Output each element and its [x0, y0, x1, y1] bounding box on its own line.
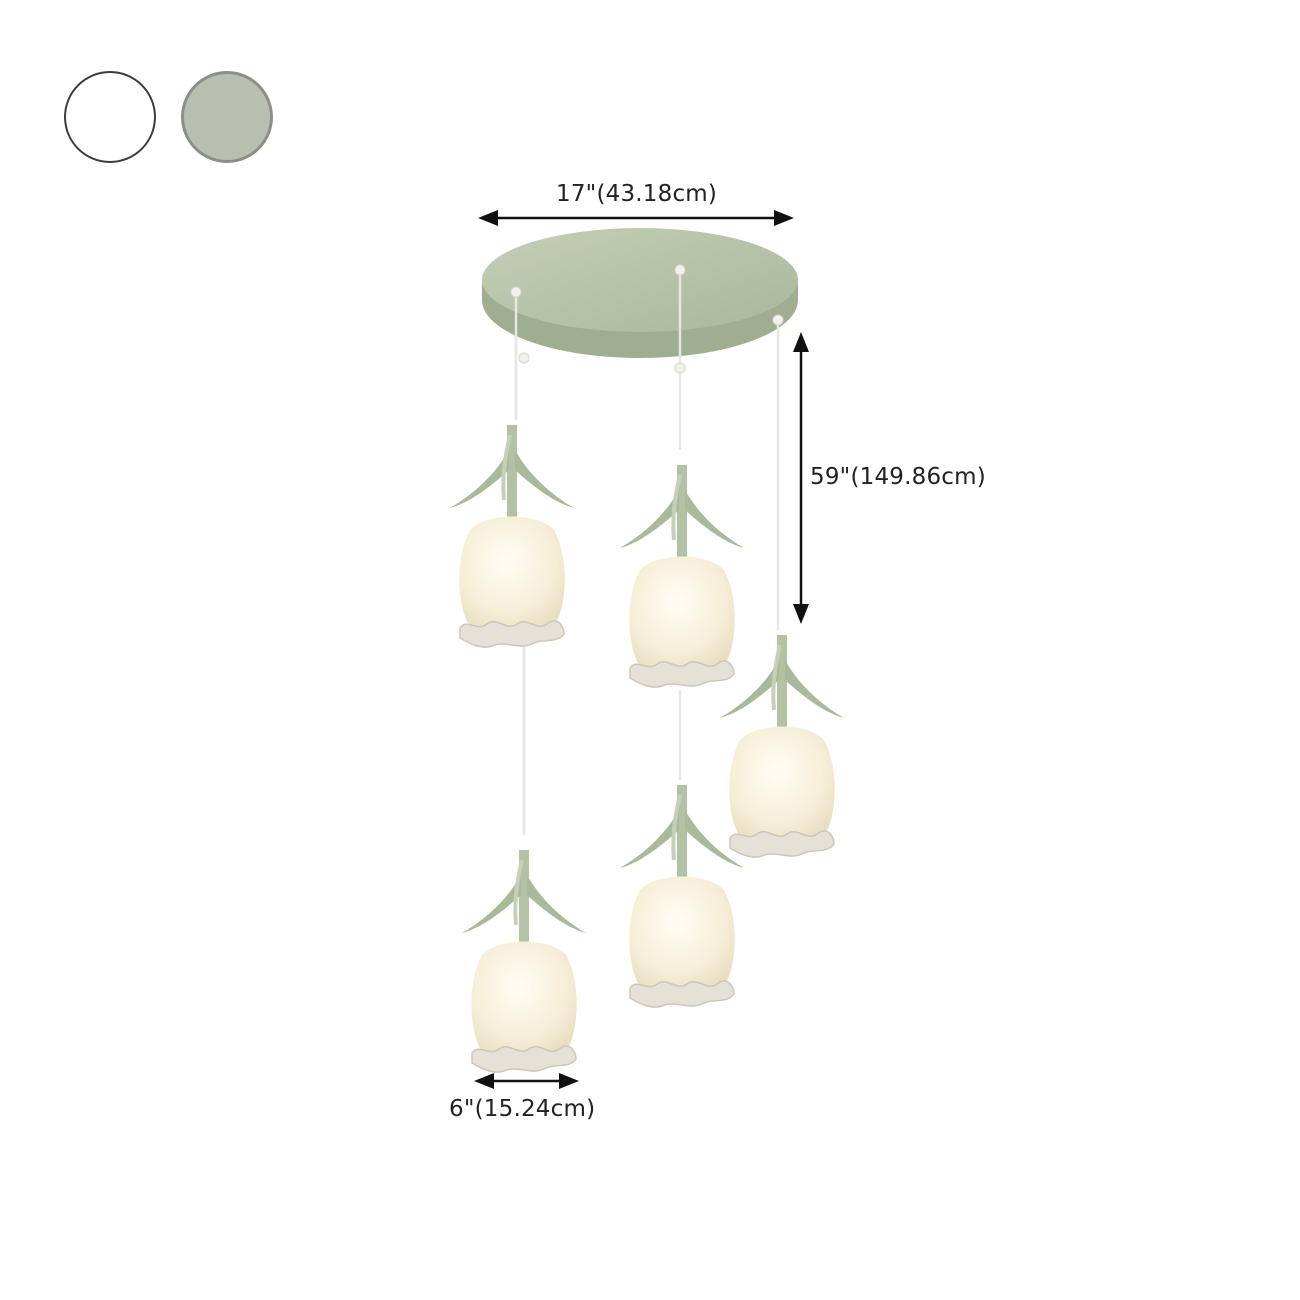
ceiling-canopy — [482, 228, 798, 358]
pendant-light-1 — [448, 423, 576, 650]
suspension-cords — [514, 270, 780, 835]
pendant-light-5 — [460, 848, 588, 1075]
height-dimension-label: 59"(149.86cm) — [810, 464, 986, 490]
width-dimension-label: 17"(43.18cm) — [556, 181, 718, 207]
pendant-light-2 — [618, 463, 746, 690]
pendant-light-4 — [618, 783, 746, 1010]
pendant-light-3 — [718, 633, 846, 860]
shade-width-dimension-label: 6"(15.24cm) — [449, 1096, 596, 1122]
color-swatch-white[interactable] — [64, 71, 156, 163]
color-swatch-green[interactable] — [181, 71, 273, 163]
